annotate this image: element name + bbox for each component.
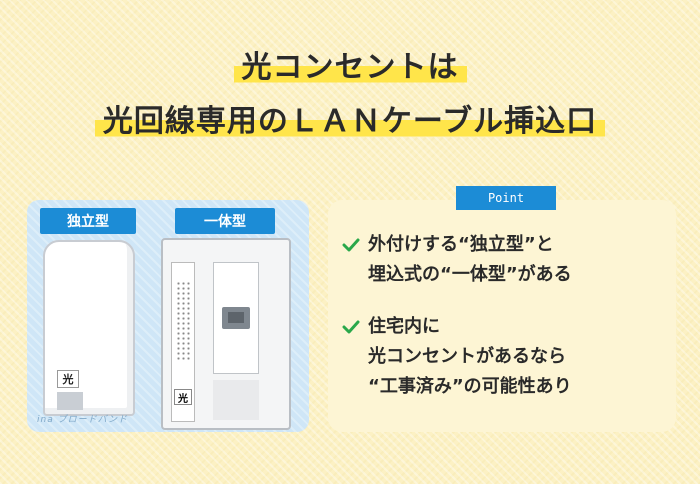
check-item-2-line-2: 光コンセントがあるなら: [368, 346, 566, 367]
standalone-outlet-illustration: 光: [43, 240, 135, 416]
point-tag: Point: [456, 186, 556, 210]
tag-standalone: 独立型: [40, 208, 136, 234]
indicator-dots: [176, 281, 190, 361]
check-item-1: 外付けする“独立型”と 埋込式の“一体型”がある: [342, 230, 672, 290]
info-panel: [328, 200, 676, 432]
standalone-port: [57, 392, 83, 410]
check-item-2: 住宅内に 光コンセントがあるなら “工事済み”の可能性あり: [342, 312, 672, 402]
check-item-2-line-3: “工事済み”の可能性あり: [368, 376, 572, 397]
standalone-hikari-label: 光: [57, 370, 79, 388]
check-icon: [342, 320, 360, 334]
check-item-2-line-1: 住宅内に: [368, 316, 440, 337]
title-line-1-text: 光コンセントは: [233, 42, 467, 86]
integrated-hikari-label: 光: [174, 389, 192, 405]
lan-socket-icon: [222, 307, 250, 329]
brand-mark: ina ブロードバンド: [37, 415, 129, 425]
integrated-strip: 光: [171, 262, 195, 422]
integrated-outlet-illustration: 光: [161, 238, 291, 430]
outlet-illustration-panel: 独立型 一体型 光 ina ブロードバンド 光: [27, 200, 309, 432]
title-line-2: 光回線専用のＬＡＮケーブル挿込口: [0, 96, 700, 140]
check-item-1-line-2: 埋込式の“一体型”がある: [368, 264, 572, 285]
integrated-plate: [213, 262, 259, 374]
check-item-1-line-1: 外付けする“独立型”と: [368, 234, 554, 255]
title-line-1: 光コンセントは: [0, 42, 700, 86]
title-line-2-text: 光回線専用のＬＡＮケーブル挿込口: [94, 96, 606, 140]
tag-integrated: 一体型: [175, 208, 275, 234]
check-icon: [342, 238, 360, 252]
integrated-bottom-plate: [213, 380, 259, 420]
